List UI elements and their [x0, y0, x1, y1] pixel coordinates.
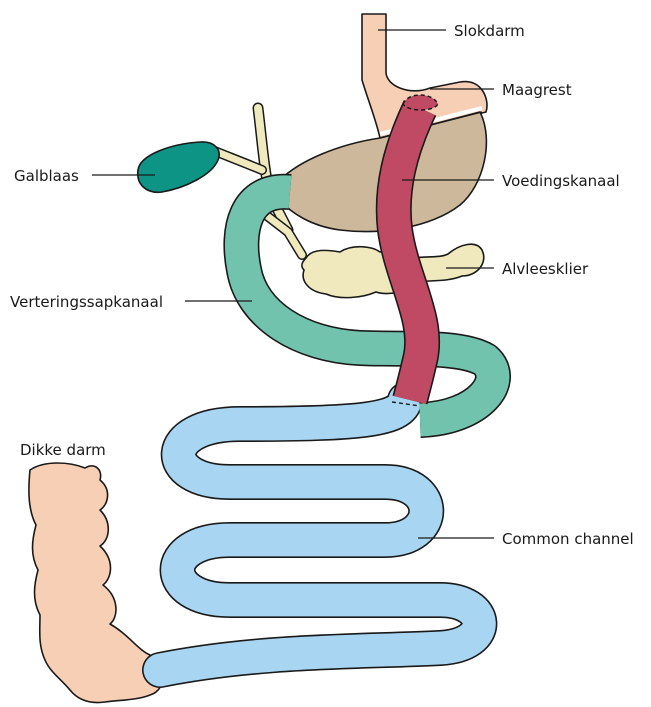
gallbladder: [138, 142, 219, 192]
label-verteringssapkanaal: Verteringssapkanaal: [10, 293, 163, 311]
label-common-channel: Common channel: [502, 530, 634, 548]
label-voedingskanaal: Voedingskanaal: [502, 172, 620, 190]
label-galblaas: Galblaas: [14, 167, 79, 185]
label-dikke-darm: Dikke darm: [20, 441, 106, 459]
label-alvleesklier: Alvleesklier: [502, 260, 589, 278]
label-slokdarm: Slokdarm: [454, 22, 525, 40]
label-maagrest: Maagrest: [502, 81, 572, 99]
